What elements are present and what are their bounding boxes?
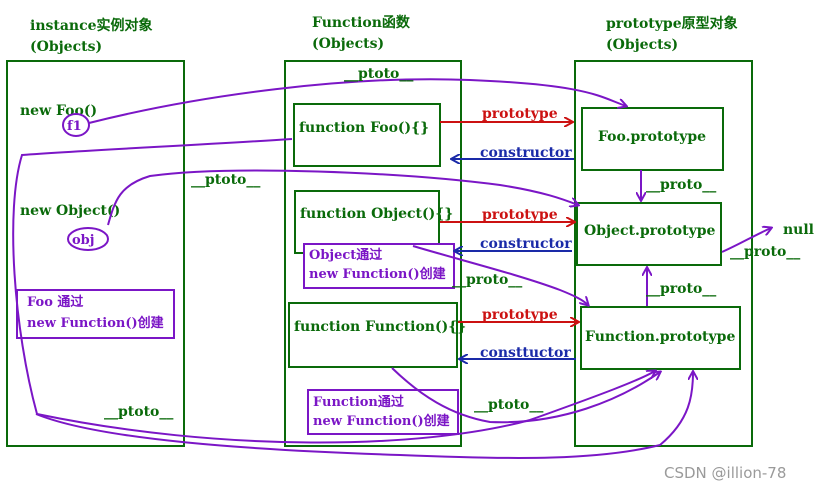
- prototype-column-box: [574, 60, 753, 447]
- function-function-label: function Function(){}: [294, 319, 466, 335]
- function-constructor-link-label: consttuctor: [480, 345, 571, 361]
- foo-prototype-link-label: prototype: [482, 106, 558, 122]
- function-object-label: function Object(){}: [300, 206, 453, 222]
- object-function-proto-arrow: [412, 245, 588, 305]
- foo-note-line1: Foo 通过: [27, 294, 83, 310]
- obj-ptoto-label: __ptoto__: [191, 172, 260, 188]
- foo-note-function-proto-arrow: [35, 372, 693, 459]
- foo-note-line2: new Function()创建: [27, 315, 164, 331]
- function-ptoto-label: __ptoto__: [474, 397, 543, 413]
- prototype-column-subtitle: (Objects): [606, 37, 678, 53]
- prototype-column-title: prototype原型对象: [606, 15, 738, 32]
- instance-column-title: instance实例对象: [30, 17, 153, 34]
- obj-ellipse: [67, 227, 109, 251]
- function-function-proto-arrow: [391, 367, 660, 424]
- object-constructor-link-label: constructor: [480, 236, 572, 252]
- object-note-line1: Object通过: [309, 247, 382, 263]
- obj-label: obj: [72, 233, 94, 248]
- function-prototype-box: [580, 306, 741, 370]
- function-column-subtitle: (Objects): [312, 36, 384, 52]
- obj-proto-arrow: [107, 169, 578, 226]
- function-function-box: [288, 302, 458, 368]
- object-proto-null-label: __proto__: [730, 244, 800, 260]
- function-foo-box: [293, 103, 441, 167]
- function-note-line2: new Function()创建: [313, 413, 450, 429]
- function-foo-label: function Foo(){}: [299, 120, 429, 136]
- foo-ptoto-label: __ptoto__: [104, 404, 173, 420]
- object-note-box: [303, 243, 455, 289]
- object-note-line2: new Function()创建: [309, 266, 446, 282]
- watermark: CSDN @illion-78: [664, 464, 786, 482]
- function-prototype-link-label: prototype: [482, 307, 558, 323]
- foo-constructor-link-label: constructor: [480, 145, 572, 161]
- foo-proto-label: __proto__: [646, 177, 716, 193]
- foo-prototype-box: [581, 107, 724, 171]
- object-prototype-null-arrow: [721, 228, 771, 253]
- function-note-line1: Function通过: [313, 394, 404, 410]
- function-proto-label: __proto__: [646, 281, 716, 297]
- object-func-proto-label: __proto__: [452, 272, 522, 288]
- f1-label: f1: [67, 119, 82, 134]
- new-object-label: new Object(): [20, 203, 120, 219]
- object-prototype-label: Object.prototype: [584, 223, 716, 239]
- null-label: null: [783, 222, 814, 238]
- function-column-title: Function函数: [312, 14, 411, 31]
- instance-column-subtitle: (Objects): [30, 39, 102, 55]
- function-prototype-label: Function.prototype: [585, 329, 735, 345]
- object-prototype-box: [576, 202, 722, 266]
- f1-ellipse: [62, 113, 90, 137]
- instance-column-box: [6, 60, 185, 447]
- f1-ptoto-label: __ptoto__: [344, 66, 413, 82]
- foo-prototype-label: Foo.prototype: [598, 129, 706, 145]
- object-prototype-link-label: prototype: [482, 207, 558, 223]
- f1-proto-arrow: [88, 78, 626, 124]
- foo-note-box: [16, 289, 175, 339]
